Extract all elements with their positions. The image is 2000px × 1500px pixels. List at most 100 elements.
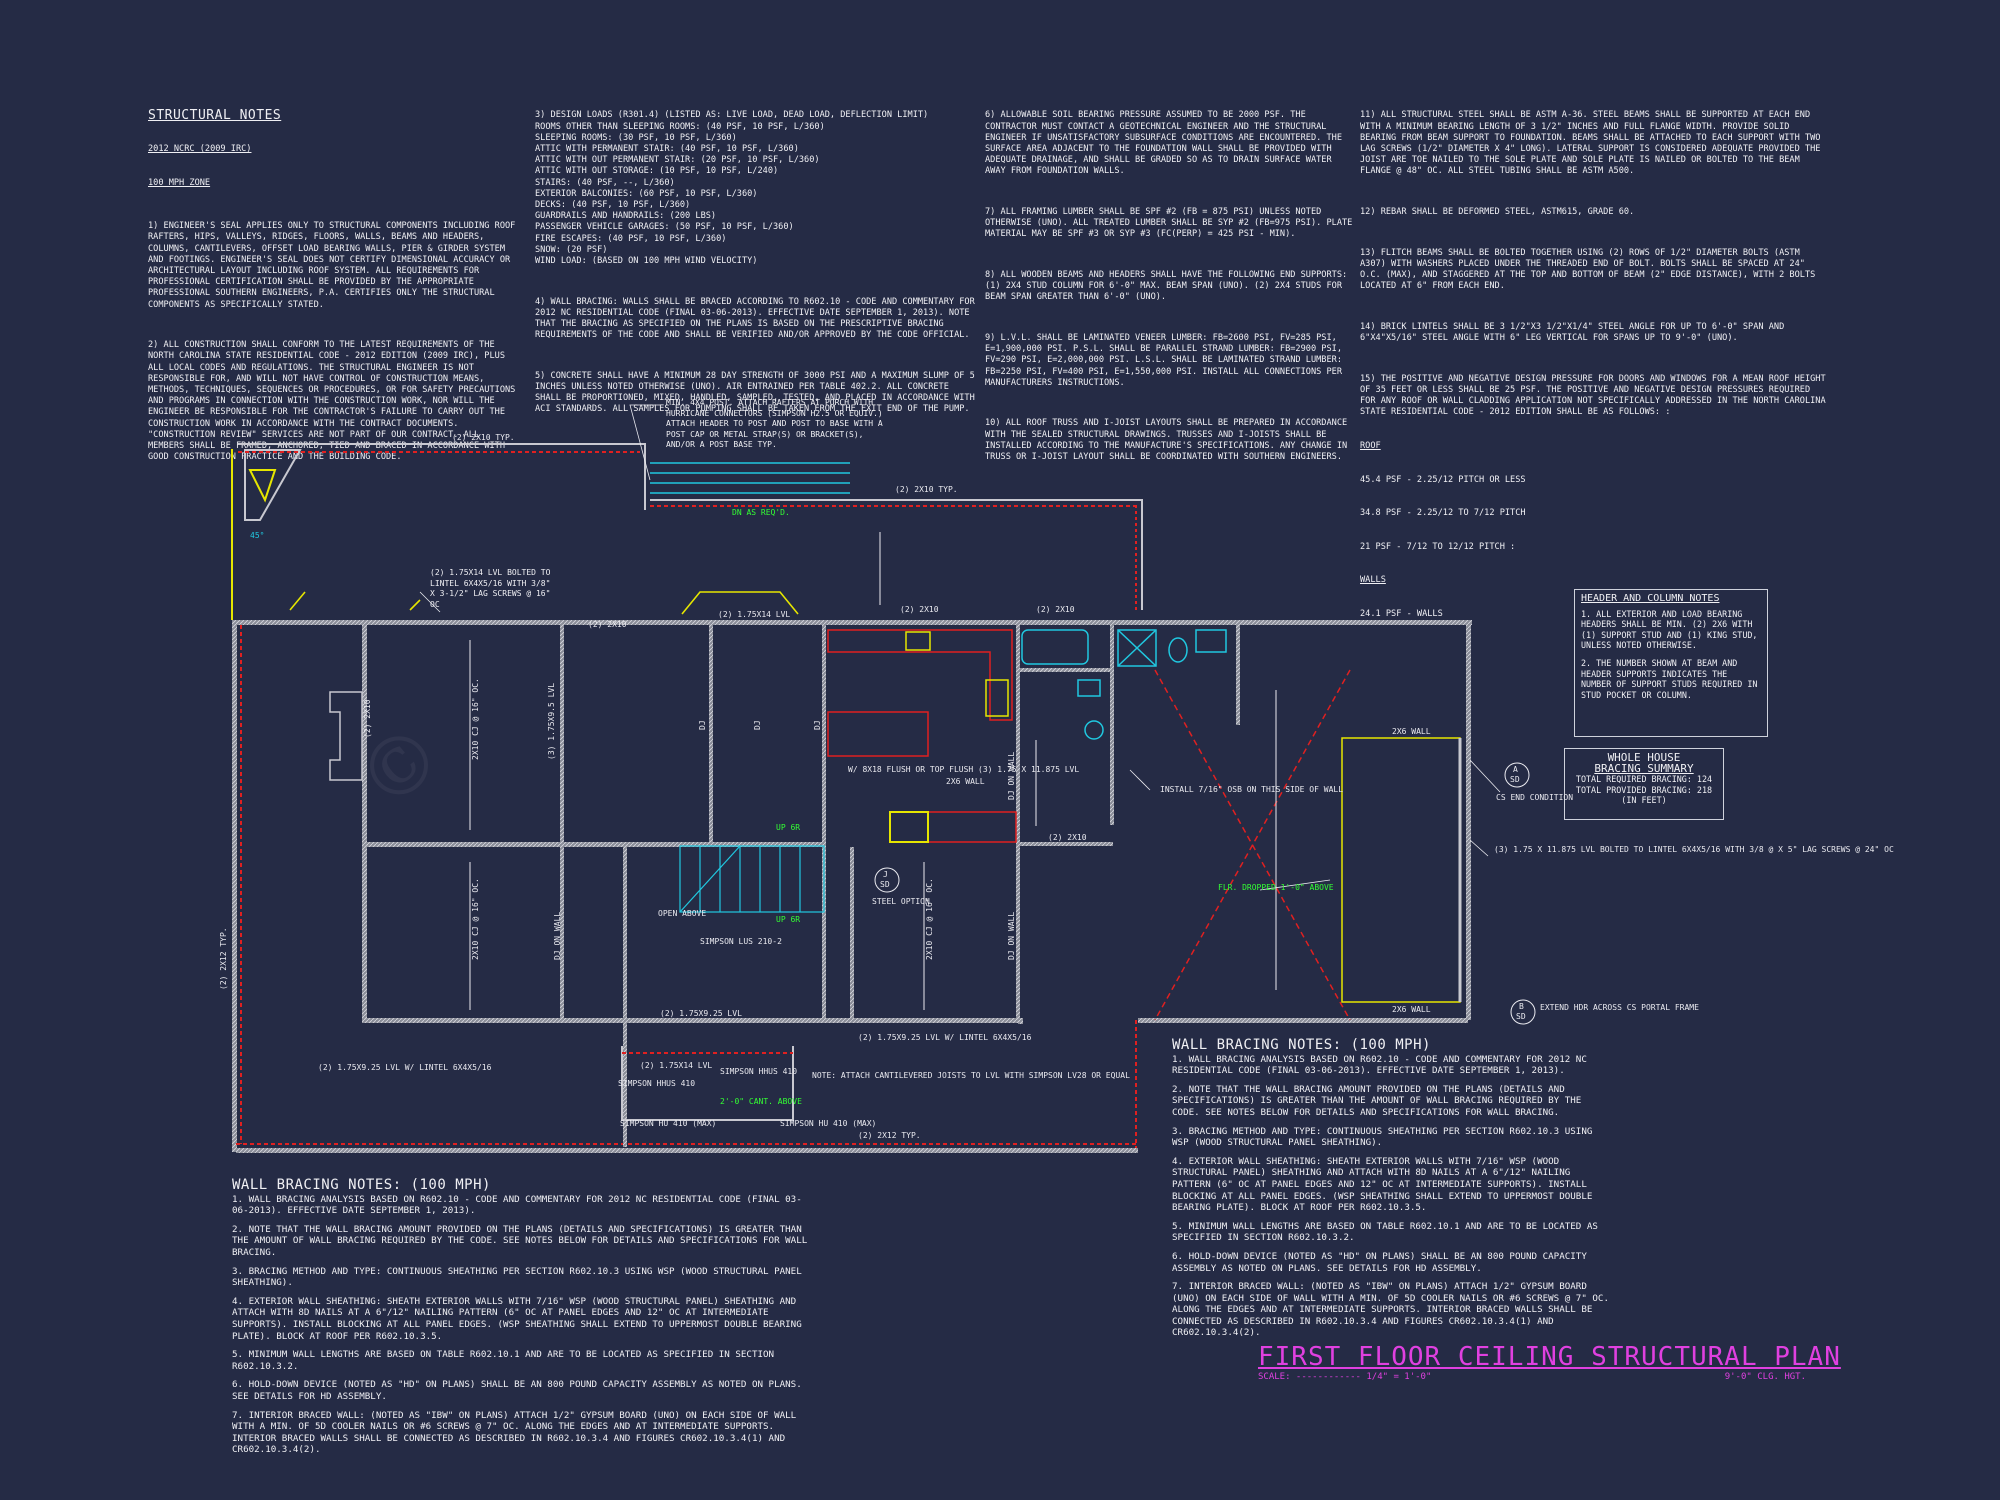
leader-lines xyxy=(419,404,1501,891)
bracing-summary-title1: WHOLE HOUSE xyxy=(1607,751,1681,764)
lbl-dj-1: DJ xyxy=(698,720,707,730)
code-line2: 100 mph ZONE xyxy=(148,177,211,188)
header-column-notes-title: HEADER AND COLUMN NOTES xyxy=(1581,593,1720,604)
wall-bracing-notes-left: WALL BRACING NOTES: (100 MPH) 1. WALL BR… xyxy=(232,1177,812,1463)
lbl-cj-2: 2x10 CJ @ 16" OC. xyxy=(471,878,480,960)
tag-sd-a: SD xyxy=(1510,775,1520,784)
lbl-dj-2: DJ xyxy=(753,720,762,730)
lbl-hdr-2x10-2: (2) 2x10 xyxy=(900,605,939,614)
note-12: 12) REBAR SHALL BE DEFORMED STEEL, ASTM6… xyxy=(1360,207,1635,218)
note-8: 8) ALL WOODEN BEAMS AND HEADERS SHALL HA… xyxy=(985,270,1353,303)
wbr-2: 2. NOTE THAT THE WALL BRACING AMOUNT PRO… xyxy=(1172,1083,1582,1118)
lbl-cant-above: 2'-0" CANT. ABOVE xyxy=(720,1097,802,1106)
roof-line-3: 21 PSF - 7/12 TO 12/12 PITCH : xyxy=(1360,541,1516,552)
wbr-1: 1. WALL BRACING ANALYSIS BASED ON R602.1… xyxy=(1172,1053,1587,1077)
drawing-clg-height: 9'-0" CLG. HGT. xyxy=(1724,1372,1806,1382)
dropped-area xyxy=(1154,669,1462,1021)
lbl-dj-wall-1: DJ ON WALL xyxy=(553,912,562,960)
lbl-lvl-3: (3) 1.75x9.5 LVL xyxy=(547,683,556,760)
porch-post-note: MIN. 4X4 POST. ATTACH RAFTERS AT PORCH W… xyxy=(666,398,888,449)
lbl-wall-2x6-bot: 2x6 WALL xyxy=(1392,1005,1431,1014)
bracing-summary-line2: TOTAL PROVIDED BRACING: 218 xyxy=(1575,784,1713,795)
lbl-simpson-hu-2: SIMPSON HU 410 (MAX) xyxy=(780,1119,876,1128)
lbl-left-2x10: (2) 2x10 xyxy=(363,699,372,738)
roof-line-2: 34.8 PSF - 2.25/12 TO 7/12 PITCH xyxy=(1360,508,1526,519)
lbl-angle45: 45° xyxy=(250,531,264,540)
rear-porch xyxy=(650,499,1143,610)
detail-tags xyxy=(874,762,1536,1025)
wbl-7: 7. INTERIOR BRACED WALL: (NOTED AS "IBW"… xyxy=(232,1409,797,1456)
wbl-6: 6. HOLD-DOWN DEVICE (NOTED AS "HD" ON PL… xyxy=(232,1379,802,1402)
front-bay xyxy=(621,1046,794,1121)
lbl-hdr-2x10-1: (2) 2x10 xyxy=(588,620,627,629)
lbl-open-above: OPEN ABOVE xyxy=(658,909,706,918)
tag-sd-b: SD xyxy=(1516,1012,1526,1021)
tag-sd-j: SD xyxy=(880,880,890,889)
note-6: 6) ALLOWABLE SOIL BEARING PRESSURE ASSUM… xyxy=(985,110,1348,177)
wbl-1: 1. WALL BRACING ANALYSIS BASED ON R602.1… xyxy=(232,1193,802,1217)
lbl-up-6r-1: UP 6R xyxy=(776,823,800,832)
lbl-top-2x10-a: (2) 2x10 TYP. xyxy=(452,433,515,442)
stair xyxy=(679,845,825,913)
lbl-lvl-9-25: (2) 1.75x9.25 LVL xyxy=(660,1009,742,1018)
lbl-dj-3: DJ xyxy=(813,720,822,730)
lbl-cj-3: 2x10 CJ @ 16" OC. xyxy=(925,878,934,960)
lbl-lvl-14-bot: (2) 1.75x14 LVL xyxy=(640,1061,712,1070)
lbl-steel-opt: STEEL OPTION xyxy=(872,897,930,906)
wbl-3: 3. BRACING METHOD AND TYPE: CONTINUOUS S… xyxy=(232,1265,802,1289)
walls-line-1: 24.1 PSF - WALLS xyxy=(1360,608,1443,619)
title-block: FIRST FLOOR CEILING STRUCTURAL PLAN SCAL… xyxy=(1258,1342,1841,1382)
lvl-bolted-note: (2) 1.75x14 LVL BOLTED TO LINTEL 6X4X5/1… xyxy=(430,568,556,609)
porch xyxy=(231,443,646,620)
fireplace xyxy=(329,691,363,781)
wall-bracing-right-title: WALL BRACING NOTES: (100 MPH) xyxy=(1172,1037,1431,1053)
bracing-summary: WHOLE HOUSE BRACING SUMMARY TOTAL REQUIR… xyxy=(1564,748,1724,820)
lbl-dj-wall-2: DJ ON WALL xyxy=(1007,912,1016,960)
sink xyxy=(905,631,931,651)
range xyxy=(985,679,1009,717)
wbr-6: 6. HOLD-DOWN DEVICE (NOTED AS "HD" ON PL… xyxy=(1172,1250,1587,1274)
wbr-4: 4. EXTERIOR WALL SHEATHING: SHEATH EXTER… xyxy=(1172,1155,1593,1214)
roof-label: ROOF xyxy=(1360,440,1381,451)
bracing-summary-line1: TOTAL REQUIRED BRACING: 124 xyxy=(1575,774,1713,785)
wbr-3: 3. BRACING METHOD AND TYPE: CONTINUOUS S… xyxy=(1172,1125,1593,1149)
note-14: 14) BRICK LINTELS SHALL BE 3 1/2"x3 1/2"… xyxy=(1360,321,1790,344)
lbl-hdr-2x10-3: (2) 2x10 xyxy=(1036,605,1075,614)
walls-label: WALLS xyxy=(1360,575,1386,586)
drawing-title: FIRST FLOOR CEILING STRUCTURAL PLAN xyxy=(1258,1342,1841,1372)
lbl-dj-wall-3: DJ ON WALL xyxy=(1007,752,1016,800)
note-2: 2) ALL CONSTRUCTION SHALL CONFORM TO THE… xyxy=(148,340,521,463)
lbl-simpson-hu-1: SIMPSON HU 410 (MAX) xyxy=(620,1119,716,1128)
structural-notes-col3: 6) ALLOWABLE SOIL BEARING PRESSURE ASSUM… xyxy=(985,88,1355,482)
lbl-lvl-right: (3) 1.75 X 11.875 LVL BOLTED TO LINTEL 6… xyxy=(1494,845,1894,854)
lbl-simpson-lus: SIMPSON LUS 210-2 xyxy=(700,937,782,946)
lbl-hdr-lvl14: (2) 1.75x14 LVL xyxy=(718,610,790,619)
note-7: 7) ALL FRAMING LUMBER SHALL BE SPF #2 (F… xyxy=(985,207,1358,240)
note-4: 4) WALL BRACING: WALLS SHALL BE BRACED A… xyxy=(535,296,980,341)
wbr-5: 5. MINIMUM WALL LENGTHS ARE BASED ON TAB… xyxy=(1172,1220,1598,1244)
lbl-cs-end: CS END CONDITION xyxy=(1496,793,1573,802)
wbr-7: 7. INTERIOR BRACED WALL: (NOTED AS "IBW"… xyxy=(1172,1281,1609,1339)
wbl-5: 5. MINIMUM WALL LENGTHS ARE BASED ON TAB… xyxy=(232,1349,775,1372)
lbl-osb-note: INSTALL 7/16" OSB ON THIS SIDE OF WALL xyxy=(1160,785,1343,794)
window-bays xyxy=(289,591,799,615)
lbl-wall-2x6-top: 2x6 WALL xyxy=(1392,727,1431,736)
lbl-simpson-hhus-1: SIMPSON HHUS 410 xyxy=(618,1079,695,1088)
note-13: 13) FLITCH BEAMS SHALL BE BOLTED TOGETHE… xyxy=(1360,247,1821,292)
lbl-flr-dropped: FLR. DROPPED 1'-0" ABOVE xyxy=(1218,883,1334,892)
lbl-dn-as-reqd: DN AS REQ'D. xyxy=(732,508,790,517)
lbl-cj-1: 2x10 CJ @ 16" OC. xyxy=(471,678,480,760)
note-5: 5) CONCRETE SHALL HAVE A MINIMUM 28 DAY … xyxy=(535,370,980,415)
note-10: 10) ALL ROOF TRUSS AND I-JOIST LAYOUTS S… xyxy=(985,418,1353,463)
note-3: 3) DESIGN LOADS (R301.4) (LISTED AS: LIV… xyxy=(535,110,929,267)
island-beam xyxy=(889,811,929,843)
lbl-up-6r-2: UP 6R xyxy=(776,915,800,924)
lbl-hdr-2x10-5: (2) 2x10 xyxy=(1048,833,1087,842)
structural-notes-col2: 3) DESIGN LOADS (R301.4) (LISTED AS: LIV… xyxy=(535,88,975,434)
lbl-lvl-9-25b: (2) 1.75x9.25 LVL W/ LINTEL 6X4X5/16 xyxy=(858,1033,1032,1042)
tag-a: A xyxy=(1513,765,1518,774)
wall-bracing-left-title: WALL BRACING NOTES: (100 MPH) xyxy=(232,1177,491,1193)
note-9: 9) L.V.L. SHALL BE LAMINATED VENEER LUMB… xyxy=(985,333,1348,388)
interior-walls xyxy=(367,625,1240,1147)
